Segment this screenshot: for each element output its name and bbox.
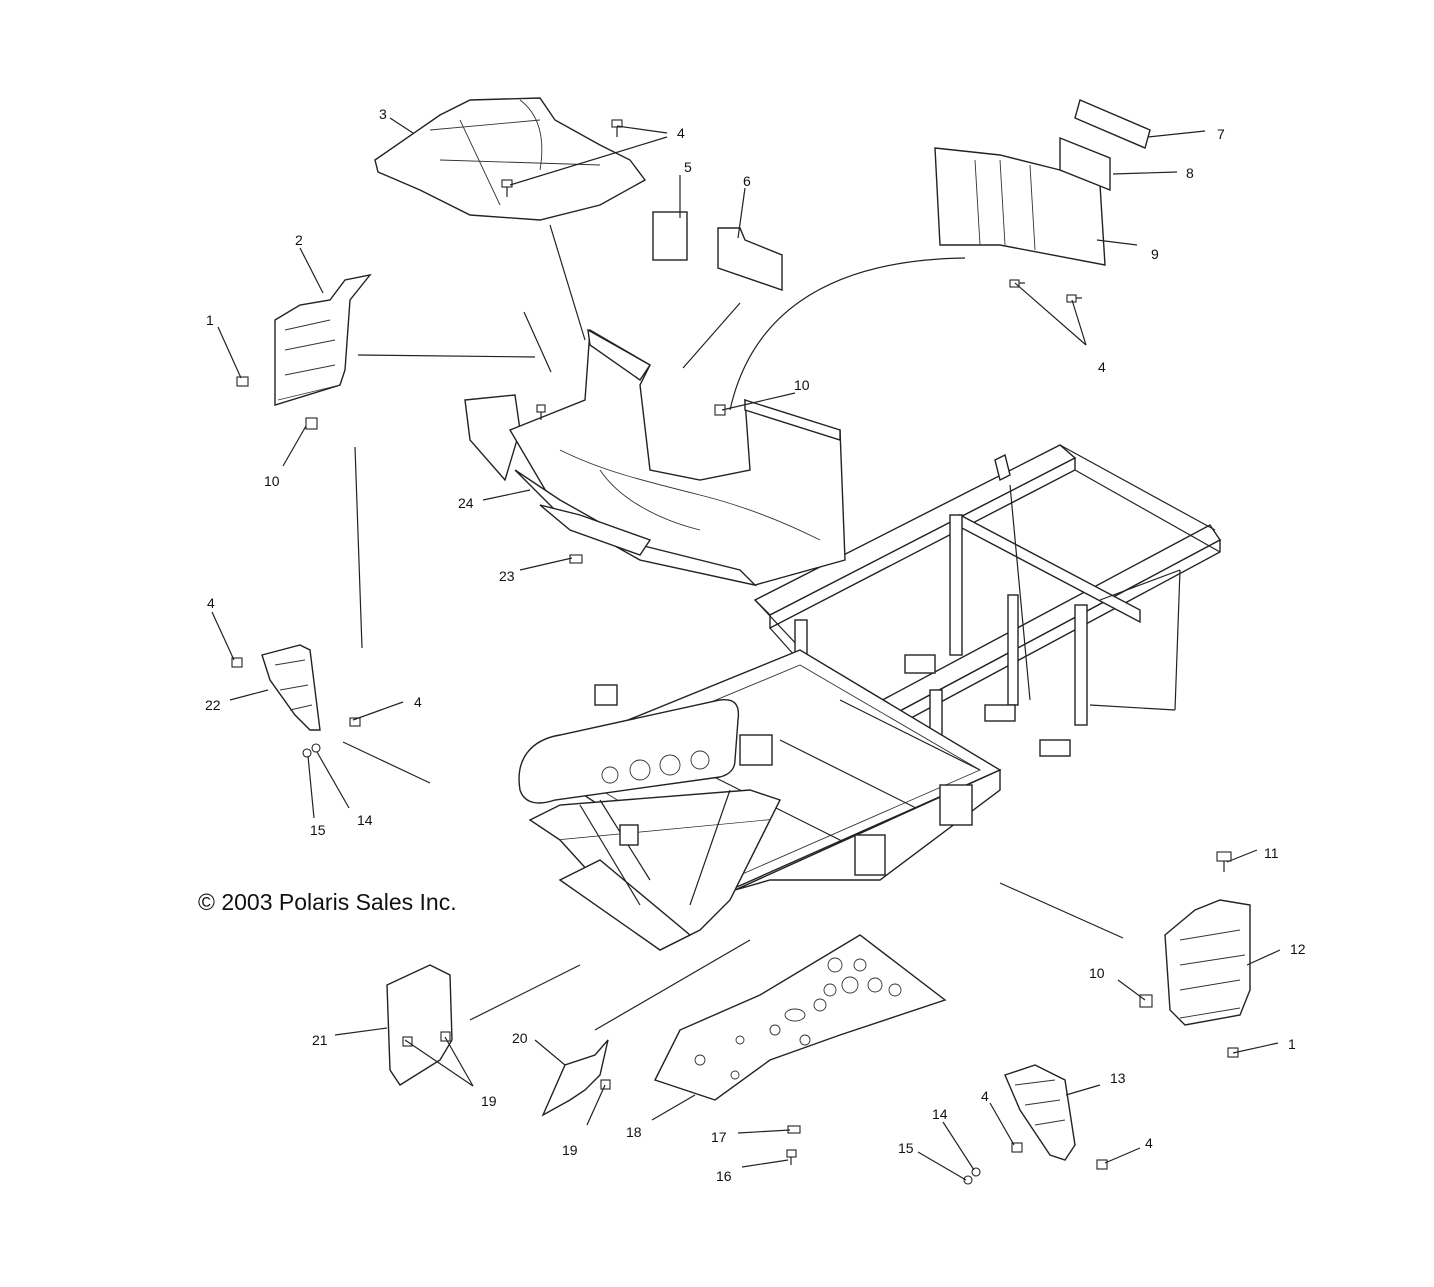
callout-12: 12 (1290, 941, 1306, 957)
part-9-panel (934, 147, 1106, 266)
main-frame (518, 444, 1222, 951)
callout-9: 9 (1151, 246, 1159, 262)
decal-7 (1074, 99, 1151, 149)
copyright-notice: © 2003 Polaris Sales Inc. (198, 889, 457, 915)
callout-4: 4 (981, 1088, 989, 1104)
leader-lines (211, 117, 1281, 1181)
part-13-bracket (1004, 1064, 1076, 1161)
part-18-skid-plate (654, 934, 947, 1101)
callout-15: 15 (898, 1140, 914, 1156)
part-3-cover (374, 97, 647, 221)
callout-5: 5 (684, 159, 692, 175)
callout-14: 14 (357, 812, 373, 828)
callout-23: 23 (499, 568, 515, 584)
callout-2: 2 (295, 232, 303, 248)
part-12-panel (1164, 899, 1251, 1026)
callout-4: 4 (1098, 359, 1106, 375)
callout-24: 24 (458, 495, 474, 511)
callout-8: 8 (1186, 165, 1194, 181)
callout-22: 22 (205, 697, 221, 713)
callout-1: 1 (206, 312, 214, 328)
part-21-plate (386, 964, 453, 1086)
part-20-plate (541, 1039, 609, 1117)
part-22-bracket (261, 644, 321, 731)
callout-3: 3 (379, 106, 387, 122)
decal-5 (652, 211, 688, 261)
callout-4: 4 (1145, 1135, 1153, 1151)
decal-8 (1059, 136, 1111, 192)
callout-20: 20 (512, 1030, 528, 1046)
callout-13: 13 (1110, 1070, 1126, 1086)
callout-4: 4 (414, 694, 422, 710)
callout-21: 21 (312, 1032, 328, 1048)
callout-16: 16 (716, 1168, 732, 1184)
callout-11: 11 (1264, 845, 1279, 861)
callout-4: 4 (207, 595, 215, 611)
callout-19: 19 (481, 1093, 497, 1109)
callout-17: 17 (711, 1129, 727, 1145)
callout-1: 1 (1288, 1036, 1296, 1052)
callout-19: 19 (562, 1142, 578, 1158)
callout-14: 14 (932, 1106, 948, 1122)
part-2-panel (274, 273, 372, 406)
callout-6: 6 (743, 173, 751, 189)
callout-10: 10 (794, 377, 810, 393)
callout-4: 4 (677, 125, 685, 141)
callout-7: 7 (1217, 126, 1225, 142)
decal-6 (717, 227, 783, 291)
callout-10: 10 (1089, 965, 1105, 981)
callout-15: 15 (310, 822, 326, 838)
callout-18: 18 (626, 1124, 642, 1140)
callout-10: 10 (264, 473, 280, 489)
callout-labels: 3 4 5 6 7 8 9 4 2 1 10 10 24 23 4 22 4 1… (205, 106, 1306, 1184)
floor-tub (464, 328, 846, 587)
